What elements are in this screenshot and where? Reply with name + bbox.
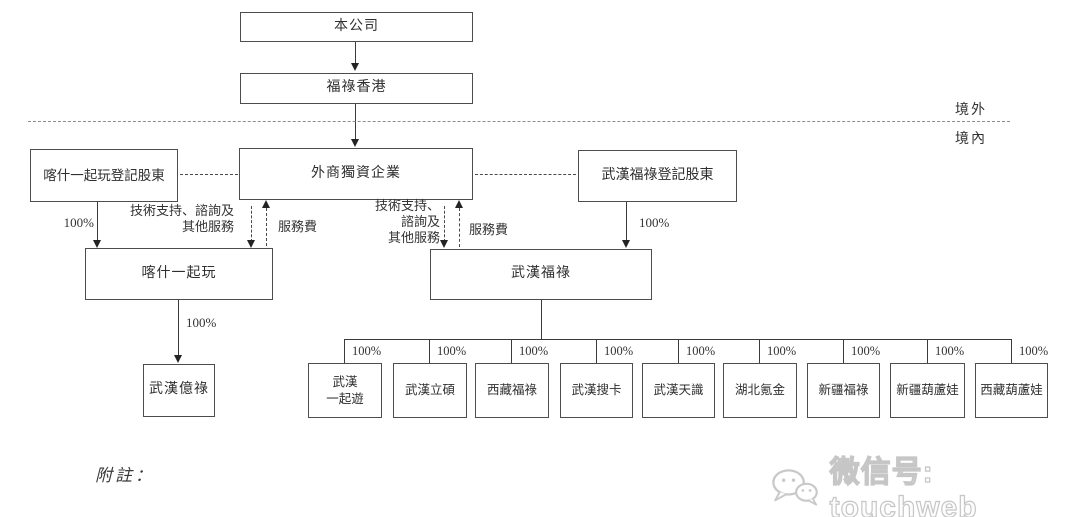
region-onshore-label: 境內 (955, 132, 987, 147)
connector-stub (1011, 340, 1012, 363)
connector-wuhanfulu-trunk (541, 300, 542, 340)
node-subsidiary: 西藏福祿 (475, 363, 549, 418)
connector-wfoe-wuhanfulush (475, 174, 576, 175)
connector-stub (344, 340, 345, 363)
arrowhead-down-icon (351, 63, 359, 71)
service-fee-label: 服務費 (469, 222, 509, 237)
node-subsidiary: 新疆福祿 (807, 363, 880, 418)
service-desc-left: 技術支持、諮詢及 其他服務 (116, 203, 234, 235)
node-subsidiary: 湖北氪金 (723, 363, 797, 418)
ownership-pct-label: 100% (186, 315, 217, 330)
ownership-pct-label: 100% (437, 344, 467, 358)
node-wuhan-fulu: 武漢福祿 (430, 249, 652, 300)
connector-wuhanfulush-wuhanfulu (626, 202, 627, 241)
node-subsidiary: 武漢 一起遊 (308, 363, 382, 418)
connector-stub (927, 340, 928, 363)
ownership-pct-label: 100% (639, 215, 670, 230)
arrowhead-up-icon (262, 200, 270, 208)
connector-stub (843, 340, 844, 363)
node-wuhan-yilu: 武漢億祿 (143, 364, 215, 417)
wechat-icon (772, 469, 818, 506)
ownership-pct-label: 100% (767, 344, 797, 358)
node-subsidiary: 新疆葫蘆娃 (890, 363, 965, 418)
service-desc-line: 技術支持、 (374, 198, 440, 213)
arrowhead-down-icon (622, 240, 630, 248)
connector-stub (429, 340, 430, 363)
connector-kashish-kashi (97, 202, 98, 241)
service-fee-label: 服務費 (278, 219, 318, 234)
ownership-pct-label: 100% (63, 215, 94, 230)
vie-service-arrow-down (251, 206, 252, 242)
ownership-pct-label: 100% (935, 344, 965, 358)
watermark: 微信号: touchweb (768, 447, 1080, 517)
node-wuhan-fulu-registered-shareholders: 武漢福祿登記股東 (578, 150, 737, 202)
connector-stub (511, 340, 512, 363)
onshore-offshore-divider (28, 121, 1010, 122)
footnote-label: 附註： (95, 466, 155, 485)
node-subsidiary: 武漢搜卡 (560, 363, 633, 418)
vie-fee-arrow-up (459, 208, 460, 247)
connector-fuluhk-wfoe (355, 104, 356, 140)
connector-stub (759, 340, 760, 363)
ownership-pct-label: 100% (352, 344, 382, 358)
arrowhead-down-icon (440, 240, 448, 248)
connector-stub (678, 340, 679, 363)
node-subsidiary: 武漢立碩 (393, 363, 467, 418)
connector-company-fuluhk (355, 42, 356, 64)
subsidiaries-rail (344, 339, 1012, 340)
vie-fee-arrow-up (266, 208, 267, 246)
node-wfoe: 外商獨資企業 (239, 148, 473, 200)
node-subsidiary: 西藏葫蘆娃 (975, 363, 1048, 418)
arrowhead-up-icon (455, 200, 463, 208)
ownership-pct-label: 100% (851, 344, 881, 358)
arrowhead-down-icon (93, 240, 101, 248)
connector-kashi-yilu (178, 300, 179, 355)
node-company: 本公司 (240, 12, 473, 42)
service-desc-line: 技術支持、諮詢及 (129, 203, 234, 218)
service-desc-line: 其他服務 (387, 230, 440, 245)
arrowhead-down-icon (351, 139, 359, 147)
ownership-pct-label: 100% (519, 344, 549, 358)
connector-kashish-wfoe (180, 174, 238, 175)
service-desc-right: 技術支持、 諮詢及 其他服務 (368, 198, 440, 246)
arrowhead-down-icon (174, 355, 182, 363)
ownership-pct-label: 100% (686, 344, 716, 358)
service-desc-line: 其他服務 (181, 219, 234, 234)
watermark-text: 微信号: touchweb (829, 455, 978, 517)
node-fulu-hk: 福祿香港 (240, 73, 473, 104)
service-desc-line: 諮詢及 (400, 214, 440, 229)
node-kashi-registered-shareholders: 喀什一起玩登記股東 (30, 149, 178, 202)
node-subsidiary: 武漢天識 (642, 363, 715, 418)
vie-service-arrow-down (444, 206, 445, 242)
connector-stub (596, 340, 597, 363)
node-kashi-yiqiwan: 喀什一起玩 (85, 248, 273, 300)
region-offshore-label: 境外 (955, 103, 987, 118)
ownership-pct-label: 100% (1019, 344, 1049, 358)
ownership-pct-label: 100% (604, 344, 634, 358)
arrowhead-down-icon (247, 240, 255, 248)
